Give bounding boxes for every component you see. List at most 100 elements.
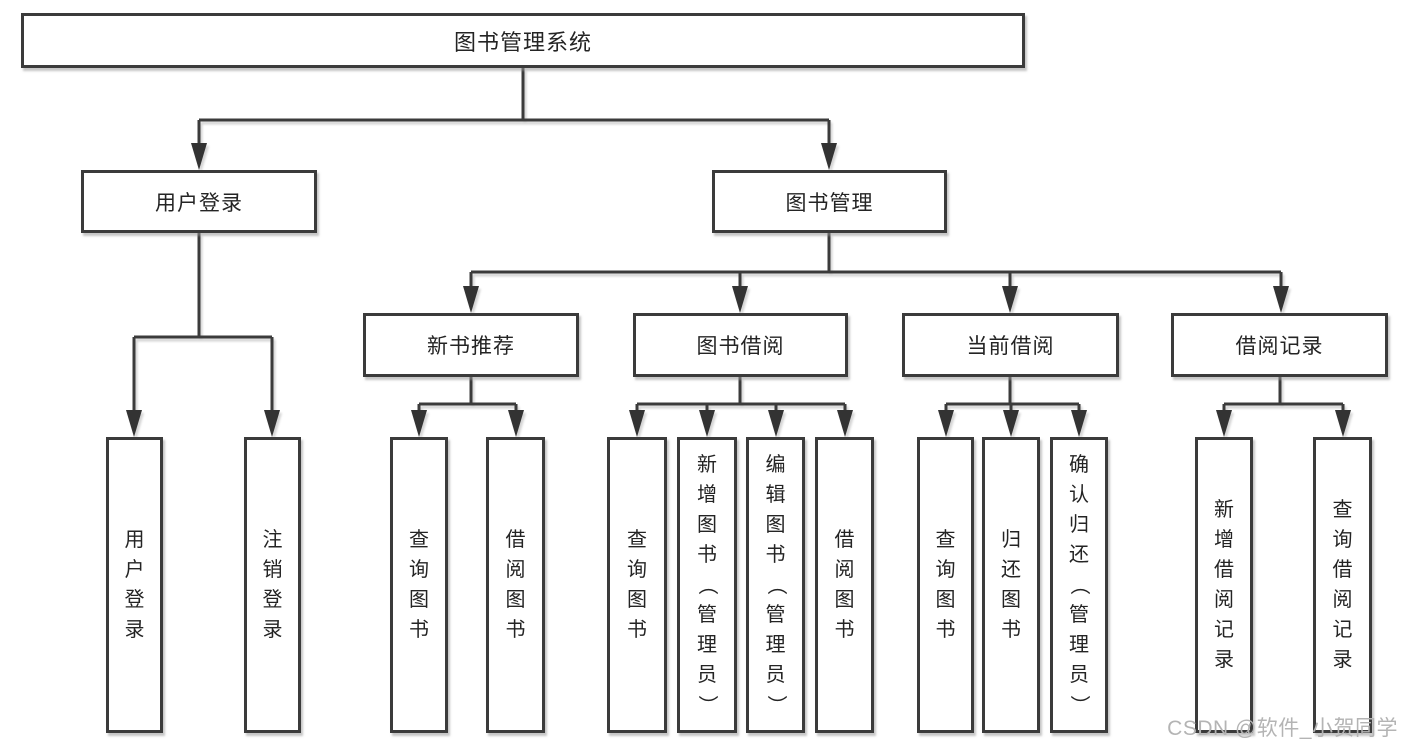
vertical-char: 书 [834,619,855,641]
vertical-char: 询 [409,559,429,581]
arrowhead-icon [463,286,479,313]
arrowhead-icon [264,410,280,437]
arrowhead-icon [411,410,427,437]
vertical-char: （ [696,575,718,595]
node-book-management: 图书管理 [712,170,947,233]
connector-path [132,233,274,419]
vertical-char: 编 [765,454,786,476]
arrowhead-icon [699,410,715,437]
node-query-books-c: 查询图书 [917,437,974,733]
vertical-char: 还 [1069,544,1089,566]
vertical-char: 记 [1332,619,1353,641]
node-book-borrowing: 图书借阅 [633,313,848,377]
vertical-char: 管 [1069,604,1089,626]
vertical-char: 理 [765,634,786,656]
vertical-char: 辑 [765,484,786,506]
vertical-char: 员 [1069,664,1089,686]
connector-path [469,233,1283,295]
arrowhead-icon [821,143,837,170]
vertical-char: 录 [1332,649,1353,671]
node-user-login-branch: 用户登录 [81,170,317,233]
vertical-char: 录 [124,619,145,641]
vertical-char: 理 [1069,634,1089,656]
node-return-books: 归还图书 [982,437,1040,733]
vertical-char: 登 [124,589,145,611]
vertical-char: 认 [1069,484,1089,506]
vertical-char: 书 [409,619,429,641]
node-edit-books-admin: 编辑图书（管理员） [746,437,805,733]
node-query-books-a: 查询图书 [390,437,448,733]
vertical-char: 归 [1069,514,1089,536]
vertical-char: 增 [1214,529,1234,551]
arrowhead-icon [508,410,524,437]
arrowhead-icon [768,410,784,437]
vertical-char: 查 [409,529,429,551]
vertical-char: 书 [1001,619,1021,641]
vertical-char: 新 [1214,499,1234,521]
vertical-char: 户 [124,559,145,581]
vertical-char: 图 [697,514,717,536]
vertical-char: 新 [697,454,717,476]
node-borrowing-records: 借阅记录 [1171,313,1388,377]
node-new-book-recommend: 新书推荐 [363,313,579,377]
vertical-char: 员 [697,664,717,686]
node-confirm-return-admin: 确认归还（管理员） [1050,437,1108,733]
connector-path [1222,377,1345,419]
vertical-char: 注 [262,529,283,551]
arrowhead-icon [1273,286,1289,313]
arrowhead-icon [1003,410,1019,437]
arrowhead-icon [732,286,748,313]
vertical-char: 图 [1001,589,1021,611]
vertical-char: ） [696,695,718,715]
vertical-char: 员 [765,664,786,686]
node-user-login: 用户登录 [106,437,163,733]
node-logout-login: 注销登录 [244,437,301,733]
vertical-char: （ [1068,575,1090,595]
vertical-char: 增 [697,484,717,506]
connector-path [197,68,831,152]
vertical-char: 用 [124,529,145,551]
node-query-borrow-record: 查询借阅记录 [1313,437,1372,733]
vertical-char: 图 [505,589,526,611]
vertical-char: 管 [765,604,786,626]
arrowhead-icon [126,410,142,437]
vertical-char: 阅 [1214,589,1234,611]
arrowhead-icon [938,410,954,437]
vertical-char: 书 [765,544,786,566]
vertical-char: 录 [1214,649,1234,671]
vertical-char: 图 [765,514,786,536]
vertical-char: 借 [1214,559,1234,581]
vertical-char: 询 [935,559,956,581]
vertical-char: 图 [409,589,429,611]
vertical-char: 查 [627,529,647,551]
vertical-char: 管 [697,604,717,626]
vertical-char: 阅 [834,559,855,581]
node-borrow-books-b: 借阅图书 [815,437,874,733]
watermark: CSDN @软件_小贺同学 [1167,717,1398,740]
vertical-char: 阅 [505,559,526,581]
vertical-char: 借 [1332,559,1353,581]
arrowhead-icon [1216,410,1232,437]
vertical-char: ） [764,695,787,715]
arrowhead-icon [191,143,207,170]
node-borrow-books-a: 借阅图书 [486,437,545,733]
vertical-char: 查 [935,529,956,551]
arrowhead-icon [1002,286,1018,313]
vertical-char: 借 [505,529,526,551]
vertical-char: 查 [1332,499,1353,521]
vertical-char: 图 [834,589,855,611]
node-query-books-b: 查询图书 [607,437,667,733]
connector-path [635,377,847,419]
node-add-borrow-record: 新增借阅记录 [1195,437,1253,733]
vertical-char: 还 [1001,559,1021,581]
vertical-char: 理 [697,634,717,656]
vertical-char: 询 [627,559,647,581]
vertical-char: 阅 [1332,589,1353,611]
vertical-char: 记 [1214,619,1234,641]
vertical-char: 图 [627,589,647,611]
node-current-borrowing: 当前借阅 [902,313,1119,377]
vertical-char: 借 [834,529,855,551]
vertical-char: 书 [627,619,647,641]
vertical-char: 登 [262,589,283,611]
